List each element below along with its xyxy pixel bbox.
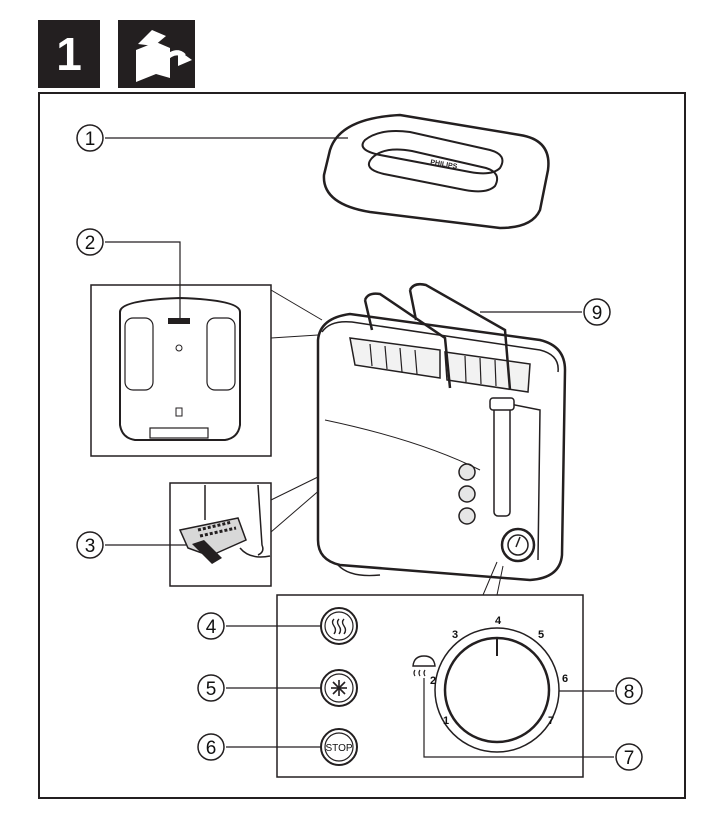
callout-1: 1 (76, 124, 104, 152)
defrost-button[interactable] (320, 669, 358, 707)
lid-brand: PHILIPS (430, 159, 458, 171)
bun-warming-icon (412, 655, 436, 677)
svg-text:4: 4 (206, 617, 217, 638)
svg-text:7: 7 (624, 748, 635, 769)
callout-5: 5 (197, 674, 225, 702)
crumb-tray-inset (169, 482, 272, 587)
callout-7: 7 (615, 743, 643, 771)
dial-number-7: 7 (548, 715, 554, 727)
cord-storage-inset (90, 284, 272, 457)
unpack-box-icon (118, 20, 195, 88)
reheat-icon (331, 618, 347, 635)
defrost-icon (331, 680, 347, 696)
callout-6: 6 (197, 733, 225, 761)
svg-text:9: 9 (592, 303, 603, 324)
dial-number-1: 1 (443, 715, 449, 727)
toaster-body (316, 282, 567, 582)
reheat-button[interactable] (320, 607, 358, 645)
svg-text:3: 3 (85, 536, 96, 557)
svg-text:6: 6 (206, 738, 217, 759)
leader-lines (105, 137, 614, 758)
dial-number-4: 4 (495, 615, 502, 627)
callout-4: 4 (197, 612, 225, 640)
callout-8: 8 (615, 677, 643, 705)
callout-2: 2 (76, 228, 104, 256)
illustration-frame (38, 92, 686, 799)
dial-number-6: 6 (562, 673, 568, 685)
bun-warmer-lid: PHILIPS (322, 113, 550, 230)
dial-number-5: 5 (538, 629, 544, 641)
step-number: 1 (38, 20, 100, 88)
svg-text:5: 5 (206, 679, 217, 700)
svg-text:1: 1 (85, 129, 96, 150)
stop-button-label: STOP (325, 743, 352, 754)
callout-3: 3 (76, 531, 104, 559)
browning-control-dial[interactable] (434, 627, 560, 753)
svg-text:8: 8 (624, 682, 635, 703)
dial-number-3: 3 (452, 629, 458, 641)
svg-text:2: 2 (85, 233, 96, 254)
callout-9: 9 (583, 298, 611, 326)
dial-number-2: 2 (430, 675, 436, 687)
stop-button[interactable]: STOP (320, 728, 358, 766)
